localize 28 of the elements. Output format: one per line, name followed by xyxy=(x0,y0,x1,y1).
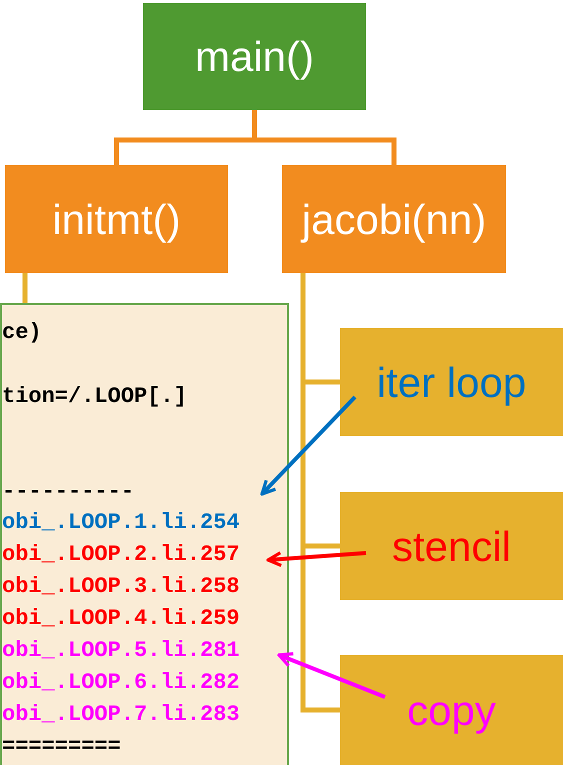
code-line: ========= xyxy=(2,733,121,761)
function-box xyxy=(282,165,506,273)
code-line: obi_.LOOP.3.li.258 xyxy=(2,573,240,601)
code-line: obi_.LOOP.6.li.282 xyxy=(2,669,240,697)
node-label: initmt() xyxy=(52,194,181,245)
node-label: iter loop xyxy=(376,358,526,408)
task-box xyxy=(340,492,563,600)
code-line: obi_.LOOP.1.li.254 xyxy=(2,509,240,537)
code-line: ---------- xyxy=(2,478,134,506)
arrow xyxy=(277,652,386,699)
code-line: obi_.LOOP.5.li.281 xyxy=(2,637,240,665)
node-label: stencil xyxy=(392,522,512,572)
node-label: main() xyxy=(194,32,314,82)
code-line: ce) xyxy=(2,319,42,347)
code-line: obi_.LOOP.7.li.283 xyxy=(2,701,240,729)
code-panel xyxy=(0,303,289,765)
code-line: tion=/.LOOP[.] xyxy=(2,383,187,411)
function-box xyxy=(143,3,366,110)
node-label: copy xyxy=(407,686,496,736)
node-label: jacobi(nn) xyxy=(302,194,486,245)
connector-line xyxy=(22,273,28,303)
task-box xyxy=(340,655,563,765)
code-line: obi_.LOOP.4.li.259 xyxy=(2,605,240,633)
function-box xyxy=(5,165,228,273)
arrow xyxy=(266,551,366,568)
code-line: obi_.LOOP.2.li.257 xyxy=(2,541,240,569)
arrow xyxy=(260,396,356,496)
task-box xyxy=(340,328,563,436)
